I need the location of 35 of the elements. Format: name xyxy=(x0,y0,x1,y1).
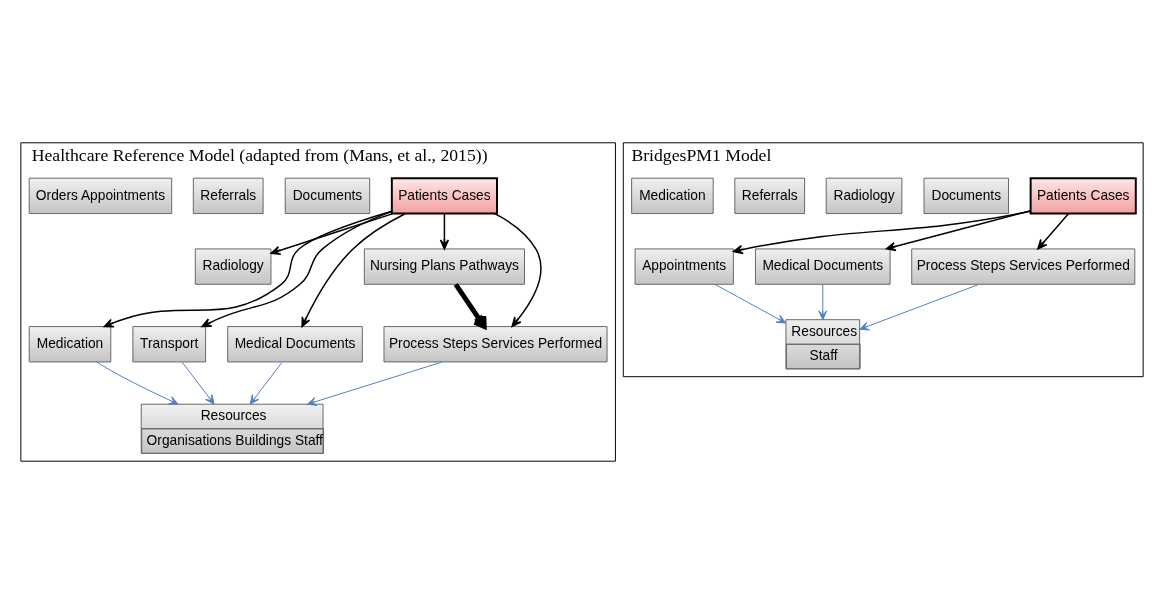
node-box: Documents xyxy=(284,177,371,215)
arrow xyxy=(201,210,393,328)
arrow xyxy=(1037,213,1070,250)
arrow xyxy=(714,283,787,324)
node-box: Radiology xyxy=(194,248,272,285)
arrow xyxy=(732,210,1032,255)
arrow xyxy=(249,361,283,405)
arrow xyxy=(885,210,1032,252)
node-box: Radiology xyxy=(825,177,903,215)
node-box: Patients Cases xyxy=(1029,177,1137,215)
arrow xyxy=(95,361,179,405)
arrow xyxy=(270,212,394,256)
node-box: Medication xyxy=(631,177,714,215)
node-box: Transport xyxy=(132,326,207,363)
node-box: Appointments xyxy=(634,248,734,285)
node-box: Patients Cases xyxy=(390,177,498,215)
arrow xyxy=(439,213,450,250)
arrow xyxy=(103,210,393,328)
node-box: Documents xyxy=(923,177,1009,215)
node-box: Process Steps Services Performed xyxy=(383,326,608,363)
node-box: Medication xyxy=(28,326,112,363)
arrow xyxy=(301,213,406,328)
node-box: Nursing Plans Pathways xyxy=(363,248,525,285)
node-box: Orders Appointments xyxy=(28,177,173,215)
arrow xyxy=(306,361,443,406)
node-box: Referrals xyxy=(734,177,806,215)
node-box: Medical Documents xyxy=(754,248,891,285)
arrow xyxy=(818,283,828,321)
node-box: Medical Documents xyxy=(227,326,363,363)
arrow xyxy=(181,361,215,405)
node-box: Referrals xyxy=(192,177,264,215)
arrow xyxy=(453,283,487,329)
arrow xyxy=(493,212,542,328)
arrow xyxy=(859,283,980,331)
node-box: Process Steps Services Performed xyxy=(911,248,1136,285)
